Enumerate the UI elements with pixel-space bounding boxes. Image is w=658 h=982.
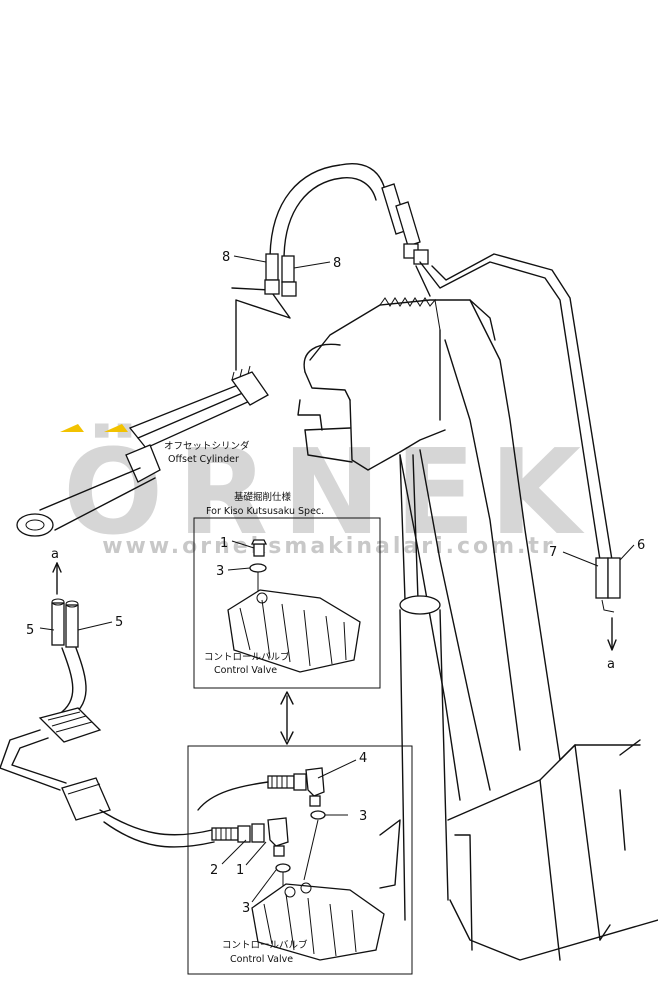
machine-frame [297,297,658,961]
control-valve-lower-label-jp: コントロールバルブ [222,939,308,951]
callout-4: 4 [359,751,367,766]
upper-hose [264,163,429,297]
watermark-url: www.orneksmakinalari.com.tr [102,534,556,559]
callout-1-upper: 1 [220,536,228,551]
watermark-accent-left [60,424,84,432]
text-labels: 8 8 5 5 6 7 a a 1 3 4 3 2 1 3 オフセットシリンダ … [26,250,645,965]
callout-6: 6 [637,538,645,553]
leader-lines [39,255,635,903]
watermark-accent-right [104,424,128,432]
control-valve-upper-label-en: Control Valve [214,665,277,676]
callout-3-upper: 3 [216,564,224,579]
callout-3-lower-right: 3 [359,809,367,824]
control-valve-lower-label-en: Control Valve [230,954,293,965]
kiso-spec-label-jp: 基礎掘削仕様 [234,491,292,503]
offset-cylinder-label-jp: オフセットシリンダ [164,440,250,452]
offset-cylinder-label-en: Offset Cylinder [168,454,239,465]
callout-2: 2 [210,863,218,878]
control-valve-upper-label-jp: コントロールバルブ [204,651,290,663]
inset-standard [187,745,413,975]
callout-a-left: a [51,547,59,562]
kiso-spec-label-en: For Kiso Kutsusaku Spec. [206,506,324,517]
right-pipes [415,253,621,613]
callout-5-right: 5 [115,615,123,630]
callout-3-lower-left: 3 [242,901,250,916]
callout-8-right: 8 [333,256,341,271]
callout-7: 7 [549,545,557,560]
callout-1-lower: 1 [236,863,244,878]
left-hose [0,598,215,848]
watermark: ÖRNEK www.orneksmakinalari.com.tr [60,423,581,561]
callout-5-left: 5 [26,623,34,638]
callout-8-left: 8 [222,250,230,265]
inset-kiso-spec [193,517,381,745]
callout-a-right: a [607,657,615,672]
offset-cylinder [16,287,291,537]
